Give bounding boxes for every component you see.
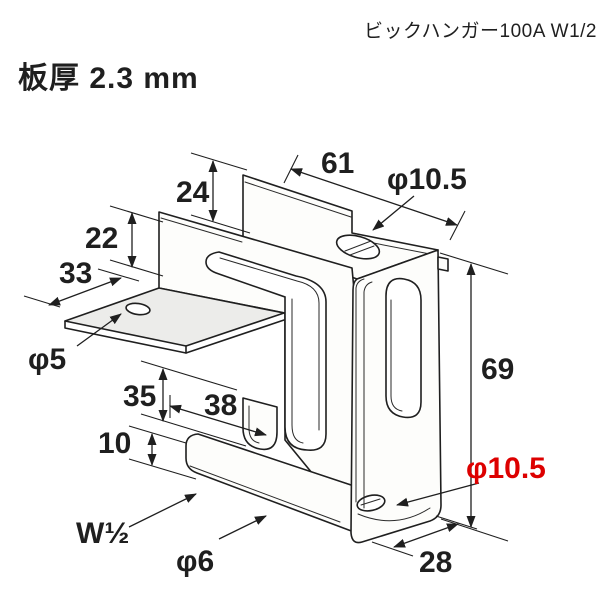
dim-top-depth: 61 xyxy=(321,147,354,180)
plate-thickness-label: 板厚 2.3 mm xyxy=(18,62,199,95)
dim-hook-depth: 38 xyxy=(204,389,237,422)
product-title-label: ビックハンガー100A W1/2 xyxy=(364,20,597,42)
foot-lip xyxy=(185,433,355,533)
j-slot xyxy=(205,251,327,451)
dim-arrow-38 xyxy=(169,404,267,437)
dim-arrow-33 xyxy=(48,277,122,306)
leader-drain-hole xyxy=(218,515,267,540)
dim-bottom-hole: φ10.5 xyxy=(466,452,546,485)
hanger-body xyxy=(64,174,449,544)
leader-top-hole xyxy=(372,195,415,231)
dim-rod-thread: W½ xyxy=(76,517,129,550)
dim-foot-height: 10 xyxy=(98,427,131,460)
dim-bottom-depth: 28 xyxy=(419,546,452,579)
hook-finger xyxy=(242,397,278,451)
dim-body-height: 69 xyxy=(481,353,514,386)
dimension-annotations: 24 61 φ10.5 22 33 φ5 35 38 10 W½ φ6 69 φ… xyxy=(23,147,546,579)
dim-flange-to-foot-gap: 35 xyxy=(123,380,156,413)
dim-drain-hole: φ6 xyxy=(176,545,214,578)
edge-tab xyxy=(437,256,449,272)
dim-top-hole: φ10.5 xyxy=(387,163,467,196)
top-hole xyxy=(335,234,381,260)
dim-arrow-61 xyxy=(290,168,458,226)
leader-rod-thread xyxy=(128,493,197,528)
dim-flange-hole: φ5 xyxy=(28,343,66,376)
right-column xyxy=(350,249,449,544)
dim-upstand-height: 24 xyxy=(176,176,210,209)
flange-hole xyxy=(125,302,151,316)
dim-flange-width: 33 xyxy=(59,257,92,290)
leader-flange-hole xyxy=(76,313,122,347)
dim-wall-top-to-flange: 22 xyxy=(85,222,118,255)
dim-arrow-28 xyxy=(393,523,459,548)
leader-bottom-hole xyxy=(396,482,480,507)
column-slot xyxy=(385,277,422,419)
